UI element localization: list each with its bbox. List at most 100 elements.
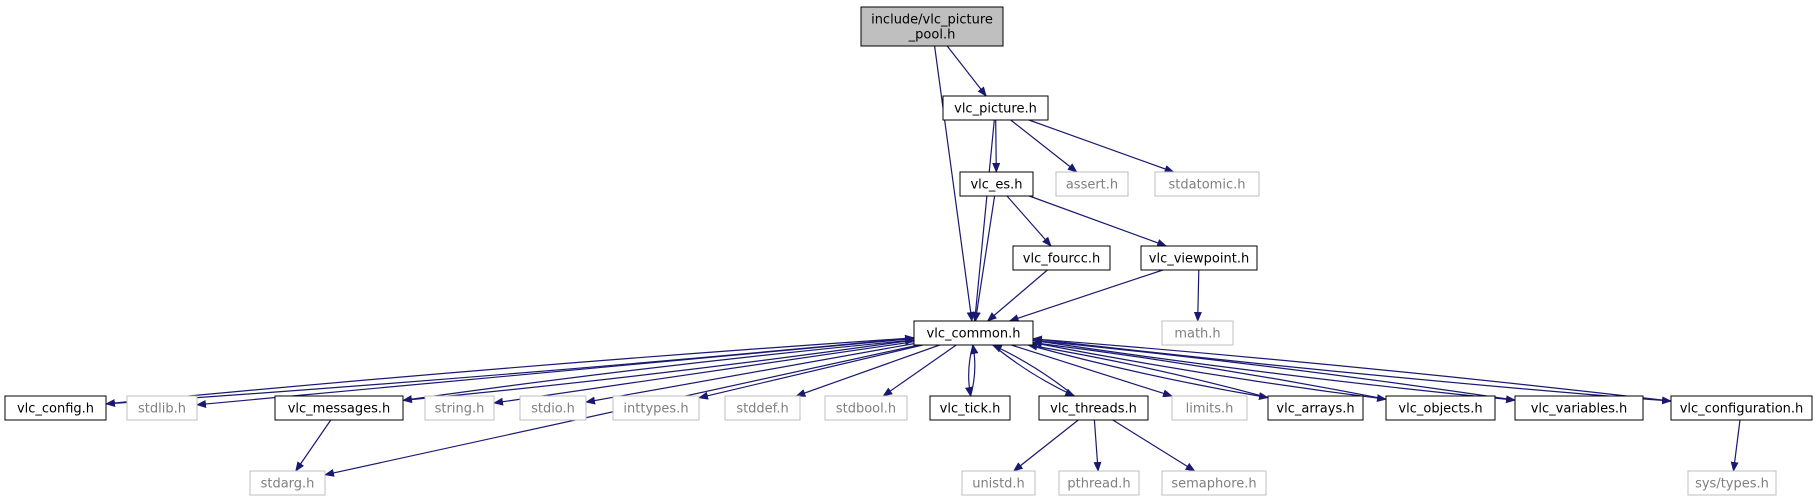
node-systypes-label: sys/types.h: [1695, 477, 1769, 492]
node-stdarg-label: stdarg.h: [261, 477, 315, 492]
node-config-label: vlc_config.h: [17, 402, 94, 417]
node-limits-label: limits.h: [1186, 402, 1234, 417]
node-threads-box: [1038, 395, 1149, 421]
edge-common-to-messages: [402, 339, 915, 404]
node-picture[interactable]: vlc_picture.h: [942, 95, 1049, 121]
node-semaphore-box: [1161, 470, 1267, 496]
node-string-label: string.h: [435, 402, 485, 417]
edge-picture-to-assert: [1010, 119, 1078, 173]
node-assert-label: assert.h: [1066, 178, 1118, 193]
node-assert: assert.h: [1055, 171, 1129, 197]
edge-common-to-variables: [1032, 339, 1516, 404]
node-arrays[interactable]: vlc_arrays.h: [1267, 395, 1364, 421]
node-stdlib-label: stdlib.h: [138, 402, 186, 417]
node-stddef-box: [724, 395, 801, 421]
edge-viewpoint-to-common: [1008, 269, 1164, 322]
node-common[interactable]: vlc_common.h: [913, 320, 1034, 346]
node-limits: limits.h: [1171, 395, 1248, 421]
node-common-label: vlc_common.h: [927, 327, 1021, 342]
edge-tick-to-common: [970, 344, 979, 397]
node-configuration[interactable]: vlc_configuration.h: [1670, 395, 1813, 421]
node-tick-box: [929, 395, 1011, 421]
edge-viewpoint-to-math: [1193, 269, 1202, 322]
node-limits-box: [1171, 395, 1248, 421]
node-messages-label: vlc_messages.h: [288, 402, 391, 417]
edge-common-to-objects: [1032, 342, 1387, 403]
node-stddef-label: stddef.h: [736, 402, 788, 417]
node-root-label: _pool.h: [908, 28, 956, 43]
edge-common-to-string: [493, 341, 915, 406]
node-unistd-label: unistd.h: [972, 477, 1025, 492]
node-viewpoint-label: vlc_viewpoint.h: [1149, 252, 1249, 267]
node-variables-box: [1514, 395, 1644, 421]
node-stdarg: stdarg.h: [249, 470, 326, 496]
edge-picture-to-common: [971, 119, 995, 322]
nodes-layer: include/vlc_picture_pool.h vlc_picture.hv…: [4, 6, 1813, 496]
node-stddef: stddef.h: [724, 395, 801, 421]
node-unistd: unistd.h: [961, 470, 1036, 496]
node-systypes-box: [1687, 470, 1777, 496]
node-string: string.h: [424, 395, 495, 421]
node-picture-label: vlc_picture.h: [954, 102, 1037, 117]
node-configuration-label: vlc_configuration.h: [1680, 402, 1804, 417]
edge-es-to-common: [972, 195, 996, 322]
node-assert-box: [1055, 171, 1129, 197]
node-stdarg-box: [249, 470, 326, 496]
edge-common-to-inttypes: [698, 344, 923, 400]
edge-picture-to-es: [992, 119, 1001, 173]
node-math: math.h: [1161, 320, 1234, 346]
edge-configuration-to-systypes: [1730, 419, 1741, 472]
node-fourcc-box: [1012, 245, 1111, 271]
node-stdio-label: stdio.h: [531, 402, 575, 417]
node-config-box: [4, 395, 107, 421]
node-stdbool-label: stdbool.h: [836, 402, 896, 417]
edge-configuration-to-common: [1032, 335, 1672, 402]
edge-common-to-stddef: [795, 344, 940, 397]
node-viewpoint[interactable]: vlc_viewpoint.h: [1140, 245, 1258, 271]
node-variables-label: vlc_variables.h: [1531, 402, 1628, 417]
node-es[interactable]: vlc_es.h: [959, 171, 1034, 197]
node-root-label: include/vlc_picture: [871, 13, 993, 28]
node-math-label: math.h: [1174, 327, 1220, 342]
edge-common-to-config: [105, 337, 915, 408]
node-es-label: vlc_es.h: [970, 178, 1022, 193]
node-semaphore-label: semaphore.h: [1171, 477, 1256, 492]
edge-common-to-stdbool: [882, 344, 957, 397]
node-messages-box: [274, 395, 404, 421]
node-pthread-label: pthread.h: [1067, 477, 1130, 492]
node-semaphore: semaphore.h: [1161, 470, 1267, 496]
edge-es-to-fourcc: [1006, 195, 1052, 247]
node-math-box: [1161, 320, 1234, 346]
node-objects-box: [1385, 395, 1496, 421]
node-stdatomic: stdatomic.h: [1154, 171, 1260, 197]
node-tick[interactable]: vlc_tick.h: [929, 395, 1011, 421]
node-unistd-box: [961, 470, 1036, 496]
node-es-box: [959, 171, 1034, 197]
node-stdlib: stdlib.h: [126, 395, 198, 421]
edge-messages-to-stdarg: [295, 419, 332, 472]
node-stdatomic-box: [1154, 171, 1260, 197]
node-stdbool: stdbool.h: [824, 395, 908, 421]
node-inttypes: inttypes.h: [612, 395, 700, 421]
node-stdbool-box: [824, 395, 908, 421]
edge-fourcc-to-common: [986, 269, 1048, 322]
node-objects-label: vlc_objects.h: [1398, 402, 1482, 417]
node-variables[interactable]: vlc_variables.h: [1514, 395, 1644, 421]
node-objects[interactable]: vlc_objects.h: [1385, 395, 1496, 421]
edge-root-to-common: [934, 45, 975, 322]
node-fourcc[interactable]: vlc_fourcc.h: [1012, 245, 1111, 271]
node-root[interactable]: include/vlc_picture_pool.h: [860, 6, 1004, 47]
node-stdlib-box: [126, 395, 198, 421]
node-fourcc-label: vlc_fourcc.h: [1023, 252, 1100, 267]
edge-common-to-limits: [1011, 344, 1173, 398]
node-messages[interactable]: vlc_messages.h: [274, 395, 404, 421]
node-root-box: [860, 6, 1004, 47]
node-tick-label: vlc_tick.h: [940, 402, 1001, 417]
edge-objects-to-common: [1032, 339, 1387, 400]
node-stdatomic-label: stdatomic.h: [1169, 178, 1246, 193]
node-config[interactable]: vlc_config.h: [4, 395, 107, 421]
node-threads[interactable]: vlc_threads.h: [1038, 395, 1149, 421]
node-common-box: [913, 320, 1034, 346]
edge-es-to-viewpoint: [1029, 195, 1168, 247]
